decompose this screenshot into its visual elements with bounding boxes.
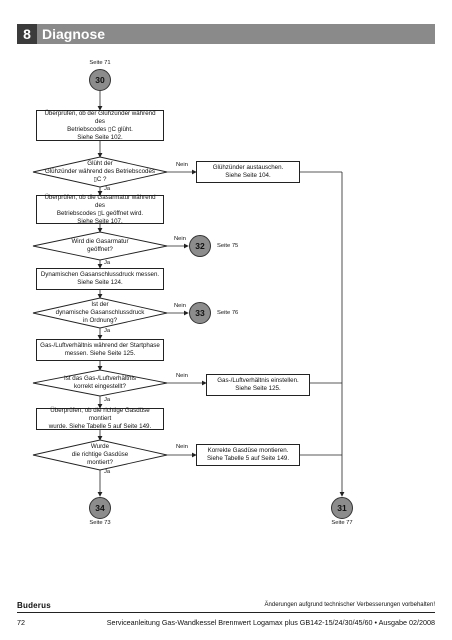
q5-yes-label: Ja <box>104 469 111 475</box>
question-gas-pressure-ok: Ist der dynamische Gasanschlussdruck in … <box>55 301 145 324</box>
decision-diamond-1 <box>32 156 168 188</box>
q2-yes-label: Ja <box>104 260 111 266</box>
action-install-correct-nozzle: Korrekte Gasdüse montieren. Siehe Tabell… <box>196 444 300 466</box>
chapter-title: Diagnose <box>42 26 106 42</box>
end-circle-31: 31 <box>331 497 353 519</box>
chapter-header-bar <box>17 24 435 44</box>
action-set-gas-air-ratio: Gas-/Luftverhältnis einstellen. Siehe Se… <box>206 374 310 396</box>
end-34-page-ref: Seite 73 <box>89 520 111 526</box>
end-31-page-ref: Seite 77 <box>331 520 353 526</box>
question-gas-valve-opens: Wird die Gasarmatur geöffnet? <box>71 238 129 253</box>
chapter-number: 8 <box>17 24 37 44</box>
step-check-igniter: Überprüfen, ob der Glühzünder während de… <box>36 110 164 141</box>
action-replace-igniter: Glühzünder austauschen. Siehe Seite 104. <box>196 161 300 183</box>
footer-divider <box>17 612 435 613</box>
step-measure-gas-air-ratio: Gas-/Luftverhältnis während der Startpha… <box>36 339 164 361</box>
jump-circle-32: 32 <box>189 235 211 257</box>
brand-logo: Buderus <box>17 601 51 610</box>
question-igniter-glows: Glüht der Glühzünder während des Betrieb… <box>44 160 156 183</box>
q2-no-label: Nein <box>174 236 186 242</box>
change-notice: Änderungen aufgrund technischer Verbesse… <box>264 602 435 608</box>
step-check-gas-valve: Überprüfen, ob die Gasarmatur während de… <box>36 194 164 225</box>
jump-33-page-ref: Seite 76 <box>217 310 239 316</box>
decision-diamond-3 <box>32 297 168 329</box>
q5-no-label: Nein <box>176 444 188 450</box>
q4-no-label: Nein <box>176 373 188 379</box>
q4-yes-label: Ja <box>104 397 111 403</box>
decision-diamond-4 <box>32 369 168 397</box>
decision-diamond-5 <box>32 439 168 471</box>
q3-yes-label: Ja <box>104 328 111 334</box>
start-page-ref: Seite 71 <box>89 60 111 66</box>
publication-info: Serviceanleitung Gas-Wandkessel Brennwer… <box>106 618 435 627</box>
question-nozzle-correct: Wurde die richtige Gasdüse montiert? <box>71 443 129 466</box>
question-gas-air-ratio-ok: Ist das Gas-/Luftverhältnis korrekt eing… <box>64 375 136 390</box>
jump-32-page-ref: Seite 75 <box>217 243 239 249</box>
jump-circle-33: 33 <box>189 302 211 324</box>
q1-no-label: Nein <box>176 162 188 168</box>
q1-yes-label: Ja <box>104 186 111 192</box>
step-check-gas-nozzle: Überprüfen, ob die richtige Gasdüse mont… <box>36 407 164 430</box>
decision-diamond-2 <box>32 231 168 261</box>
end-circle-34: 34 <box>89 497 111 519</box>
q3-no-label: Nein <box>174 303 186 309</box>
start-circle-30: 30 <box>89 69 111 91</box>
step-measure-gas-pressure: Dynamischen Gasanschlussdruck messen. Si… <box>36 268 164 290</box>
page-number: 72 <box>17 618 25 627</box>
